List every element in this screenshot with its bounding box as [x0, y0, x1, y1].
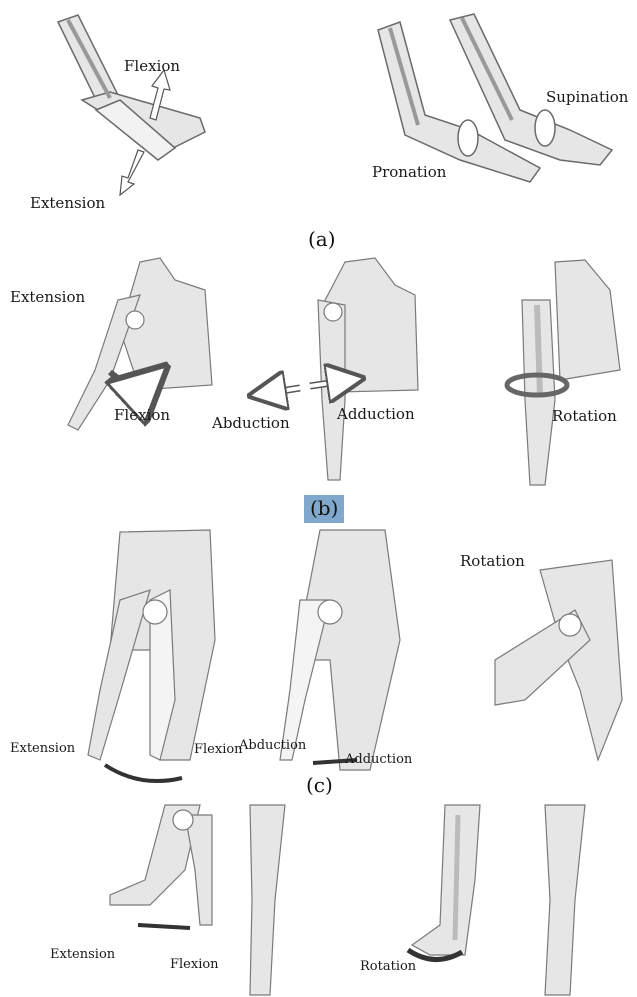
caption-a: (a)	[308, 229, 336, 249]
shoulder-flexion-figure	[68, 258, 212, 430]
label-c-adduction: Adduction	[345, 753, 412, 766]
shoulder-abduction-figure	[318, 258, 418, 480]
hip-rotation-figure	[495, 560, 622, 760]
extension-arrow	[120, 150, 144, 195]
knee-flexion-arrow	[138, 925, 190, 928]
label-d-rotation: Rotation	[360, 960, 416, 973]
label-a-supination: Supination	[546, 90, 628, 105]
shoulder-rotation-figure	[522, 260, 620, 485]
label-c-abduction: Abduction	[239, 739, 306, 752]
label-d-extension: Extension	[50, 948, 115, 961]
caption-c: (c)	[306, 775, 333, 795]
label-b-flexion: Flexion	[114, 408, 170, 423]
knee-rotation-figure	[412, 805, 585, 995]
label-c-flexion: Flexion	[194, 743, 243, 756]
label-c-extension: Extension	[10, 742, 75, 755]
label-b-rotation: Rotation	[552, 409, 617, 424]
label-d-flexion: Flexion	[170, 958, 219, 971]
label-a-pronation: Pronation	[372, 165, 446, 180]
label-a-flexion: Flexion	[124, 59, 180, 74]
hip-abduction-figure	[280, 530, 400, 770]
label-b-abduction: Abduction	[212, 416, 290, 431]
label-c-rotation: Rotation	[460, 554, 525, 569]
hip-flexion-figure	[88, 530, 215, 760]
label-b-adduction: Adduction	[337, 407, 415, 422]
label-b-extension: Extension	[10, 290, 85, 305]
label-a-extension: Extension	[30, 196, 105, 211]
elbow-flexion-figure	[58, 15, 205, 160]
caption-b: (b)	[304, 495, 344, 523]
hip-flexion-arrow	[105, 765, 182, 781]
